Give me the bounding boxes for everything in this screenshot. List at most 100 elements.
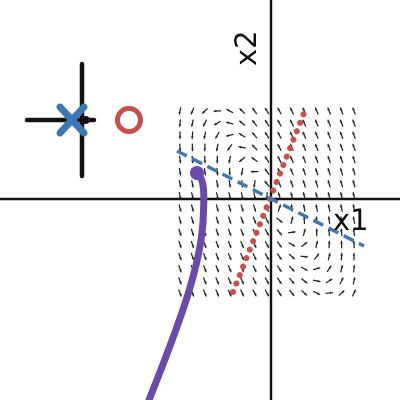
vector-arrowhead <box>339 107 343 111</box>
vector-arrowhead <box>191 148 194 151</box>
vector-arrowhead <box>265 108 268 111</box>
vector-arrowhead <box>216 220 219 224</box>
vector-arrowhead <box>252 108 256 111</box>
y-axis-label: x2 <box>229 30 263 66</box>
vector-arrowhead <box>315 168 318 172</box>
vector-arrowhead <box>216 244 219 248</box>
vector-arrowhead <box>352 241 356 244</box>
vector-arrowhead <box>278 268 282 272</box>
vector-arrowhead <box>290 192 293 196</box>
vector-arrowhead <box>302 144 306 147</box>
vector-arrowhead <box>253 184 256 188</box>
vector-arrowhead <box>341 290 344 294</box>
vector-arrowhead <box>304 280 307 283</box>
vector-arrowhead <box>203 172 207 175</box>
vector-arrowhead <box>327 192 331 196</box>
vector-arrowhead <box>241 257 244 260</box>
vector-arrowhead <box>328 265 331 269</box>
vector-arrowhead <box>239 159 243 162</box>
vector-arrowhead <box>241 293 244 296</box>
vector-arrowhead <box>265 168 268 172</box>
vector-arrowhead <box>266 232 269 236</box>
vector-arrowhead <box>352 168 356 172</box>
vector-arrowhead <box>264 181 268 184</box>
vector-arrowhead <box>277 120 281 123</box>
vector-arrowhead <box>279 219 282 223</box>
vector-arrowhead <box>238 145 242 149</box>
vector-arrowhead <box>327 107 331 111</box>
vector-arrowhead <box>252 120 256 124</box>
vector-arrowhead <box>327 229 331 232</box>
vector-arrowhead <box>240 172 244 175</box>
vector-arrowhead <box>291 292 294 296</box>
vector-arrowhead <box>315 241 319 244</box>
vector-arrowhead <box>304 267 308 271</box>
vector-arrowhead <box>291 268 295 272</box>
vector-arrowhead <box>278 205 282 208</box>
vector-arrowhead <box>304 242 307 245</box>
vector-arrowhead <box>179 257 182 260</box>
vector-arrowhead <box>266 244 269 248</box>
vector-arrowhead <box>352 217 356 220</box>
vector-arrowhead <box>178 148 182 151</box>
vector-arrowhead <box>203 269 207 272</box>
vector-arrowhead <box>191 293 195 297</box>
vector-arrowhead <box>251 157 255 161</box>
vector-arrowhead <box>203 257 207 260</box>
vector-arrowhead <box>253 281 257 284</box>
vector-arrowhead <box>266 256 269 260</box>
vector-arrowhead <box>253 269 257 272</box>
vector-arrowhead <box>352 277 356 281</box>
vector-arrowhead <box>317 292 320 295</box>
vector-arrowhead <box>277 168 281 172</box>
vector-arrowhead <box>214 122 218 125</box>
vector-arrowhead <box>290 120 293 123</box>
vector-arrowhead <box>239 121 243 124</box>
vector-arrowhead <box>290 132 293 135</box>
vector-arrowhead <box>265 144 268 148</box>
vector-arrowhead <box>191 196 195 200</box>
vector-arrowhead <box>227 147 231 150</box>
vector-arrowhead <box>179 281 182 284</box>
vector-arrowhead <box>228 257 232 260</box>
vector-arrowhead <box>352 192 356 196</box>
vector-arrowhead <box>277 144 281 148</box>
vector-arrowhead <box>302 132 306 135</box>
vector-arrowhead <box>203 281 207 284</box>
vector-arrowhead <box>228 172 232 175</box>
vector-arrowhead <box>315 204 318 208</box>
vector-arrowhead <box>340 241 343 244</box>
vector-arrowhead <box>253 220 257 224</box>
vector-arrowhead <box>203 293 207 297</box>
vector-arrowhead <box>253 256 257 260</box>
vector-arrowhead <box>179 245 182 248</box>
vector-arrowhead <box>302 192 306 196</box>
vector-arrowhead <box>277 192 281 196</box>
vector-arrowhead <box>214 109 217 113</box>
vector-arrowhead <box>228 232 232 236</box>
vector-arrowhead <box>353 290 356 293</box>
vector-arrowhead <box>216 257 219 260</box>
vector-arrowhead <box>327 216 331 220</box>
vector-arrowhead <box>216 232 219 236</box>
vector-arrowhead <box>266 281 269 284</box>
trajectory-start-marker <box>190 166 204 180</box>
vector-arrowhead <box>216 196 219 200</box>
vector-arrowhead <box>329 279 332 282</box>
vector-arrowhead <box>315 144 318 147</box>
vector-arrowhead <box>253 196 257 200</box>
vector-arrowhead <box>241 269 244 272</box>
vector-arrowhead <box>327 132 331 135</box>
vector-arrowhead <box>327 156 331 159</box>
vector-arrowhead <box>327 144 331 147</box>
vector-arrowhead <box>241 196 244 200</box>
vector-arrowhead <box>228 269 232 272</box>
vector-arrowhead <box>339 168 343 172</box>
vector-arrowhead <box>278 280 282 284</box>
vector-arrowhead <box>290 156 293 160</box>
vector-arrowhead <box>228 208 232 212</box>
vector-arrowhead <box>352 132 355 135</box>
vector-arrowhead <box>190 123 194 127</box>
vector-arrowhead <box>339 192 343 196</box>
